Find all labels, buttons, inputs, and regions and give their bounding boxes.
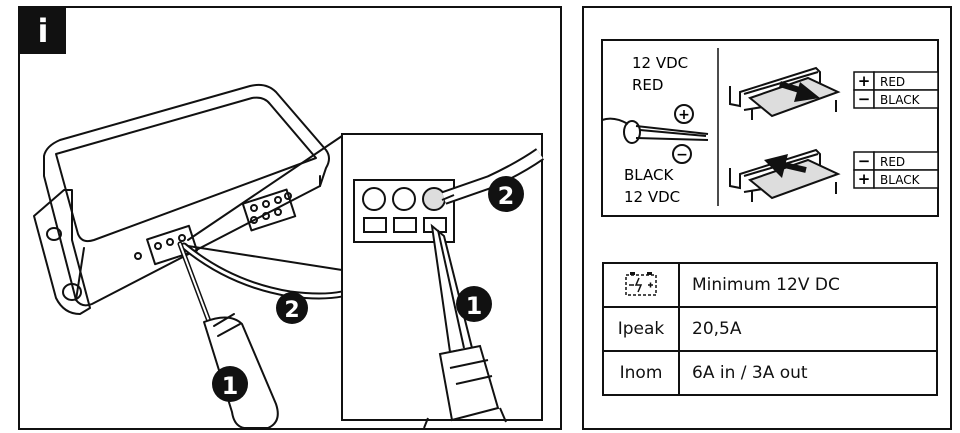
- svg-text:−: −: [676, 147, 688, 163]
- module-mounting-flange: [33, 189, 91, 315]
- svg-text:+: +: [858, 72, 871, 90]
- arrow-left-icon: [764, 154, 807, 178]
- plus-circle-icon: +: [674, 104, 694, 124]
- svg-text:BLACK: BLACK: [880, 173, 921, 187]
- terminal-block-zoomed: [353, 179, 455, 243]
- cable-icon: [601, 117, 709, 144]
- electrical-spec-table: Minimum 12V DC Ipeak 20,5A Inom 6A in / …: [602, 262, 938, 396]
- svg-text:BLACK: BLACK: [880, 93, 921, 107]
- spec-value-inom: 6A in / 3A out: [678, 350, 938, 396]
- spec-row-voltage: Minimum 12V DC: [602, 262, 938, 308]
- svg-text:−: −: [858, 152, 871, 170]
- spec-value-ipeak: 20,5A: [678, 306, 938, 352]
- wiring-box: [601, 39, 939, 217]
- callout-2-small: 2: [276, 292, 308, 324]
- installation-illustration-panel: i: [18, 6, 562, 430]
- input-terminal-block: [146, 224, 198, 266]
- module-housing: [43, 83, 330, 307]
- spec-row-ipeak: Ipeak 20,5A: [602, 306, 938, 352]
- svg-text:1: 1: [222, 372, 239, 400]
- callout-1-zoom: 1: [456, 286, 492, 322]
- arrow-right-icon: [779, 81, 820, 102]
- bottom-color-label: BLACK: [624, 166, 674, 184]
- callout-2-zoom: 2: [488, 176, 524, 212]
- top-color-label: RED: [632, 76, 663, 94]
- callout-1-small: 1: [212, 366, 248, 402]
- wiring-spec-panel: 12 VDC RED BLACK 12 VDC + −: [582, 6, 952, 430]
- polarity-legend-a: + RED − BLACK: [853, 71, 939, 109]
- terminal-zoom-inset: [341, 133, 545, 428]
- spec-row-inom: Inom 6A in / 3A out: [602, 350, 938, 396]
- svg-text:1: 1: [466, 292, 483, 320]
- spec-key-ipeak: Ipeak: [602, 306, 680, 352]
- svg-text:2: 2: [284, 298, 299, 323]
- svg-text:+: +: [858, 170, 871, 188]
- spec-key-battery: [602, 262, 680, 308]
- output-terminal-block: [241, 188, 297, 232]
- svg-text:−: −: [858, 90, 871, 108]
- wiring-polarity-diagram: 12 VDC RED BLACK 12 VDC + −: [601, 39, 939, 217]
- spec-key-inom: Inom: [602, 350, 680, 396]
- spec-value-voltage: Minimum 12V DC: [678, 262, 938, 308]
- info-badge: i: [20, 8, 66, 54]
- bottom-voltage-label: 12 VDC: [624, 188, 680, 206]
- svg-text:RED: RED: [880, 155, 905, 169]
- svg-text:RED: RED: [880, 75, 905, 89]
- polarity-legend-b: − RED + BLACK: [853, 151, 939, 189]
- svg-text:2: 2: [498, 182, 515, 210]
- top-voltage-label: 12 VDC: [632, 54, 688, 72]
- connector-a-icon: [729, 66, 841, 120]
- battery-icon: [625, 271, 657, 296]
- installation-drawing: 2 1 2 1: [33, 83, 545, 428]
- svg-text:+: +: [678, 107, 690, 123]
- minus-circle-icon: −: [672, 144, 692, 164]
